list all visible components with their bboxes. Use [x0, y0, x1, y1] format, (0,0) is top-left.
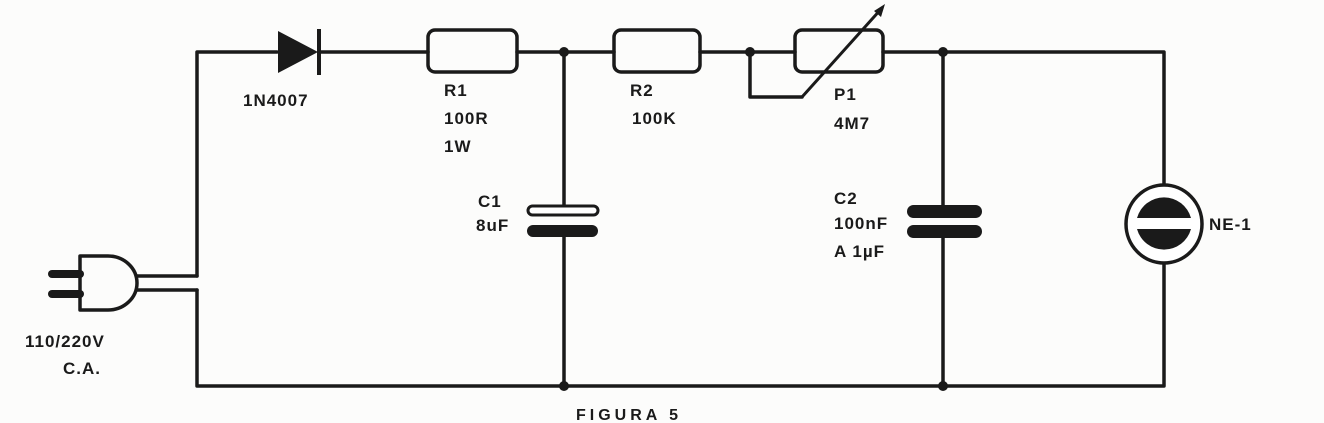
p1-ref: P1 — [834, 85, 857, 104]
c2-value: 100nF — [834, 214, 888, 233]
r1-power: 1W — [444, 137, 472, 156]
capacitor-c2-symbol — [907, 205, 982, 238]
r1-ref: R1 — [444, 81, 468, 100]
plug-type-label: C.A. — [63, 359, 101, 378]
junction-dots — [559, 47, 948, 391]
neon-label: NE-1 — [1209, 215, 1252, 234]
r2-ref: R2 — [630, 81, 654, 100]
capacitor-c1-symbol — [526, 204, 600, 237]
c2-value-alt: A 1µF — [834, 242, 885, 261]
c2-ref: C2 — [834, 189, 858, 208]
neon-lamp-symbol — [1124, 183, 1204, 265]
p1-value: 4M7 — [834, 114, 870, 133]
resistor-r2-symbol — [612, 28, 702, 74]
diode-symbol — [278, 29, 321, 75]
diode-label: 1N4007 — [243, 91, 309, 110]
c1-ref: C1 — [478, 192, 502, 211]
plug-voltage-label: 110/220V — [25, 332, 105, 351]
c1-value: 8uF — [476, 216, 509, 235]
resistor-r1-symbol — [426, 28, 519, 74]
figure-caption: FIGURA 5 — [576, 407, 682, 423]
r1-value: 100R — [444, 109, 489, 128]
potentiometer-p1-symbol — [793, 4, 885, 99]
power-plug-icon — [48, 254, 139, 312]
r2-value: 100K — [632, 109, 677, 128]
wires — [135, 50, 1166, 388]
